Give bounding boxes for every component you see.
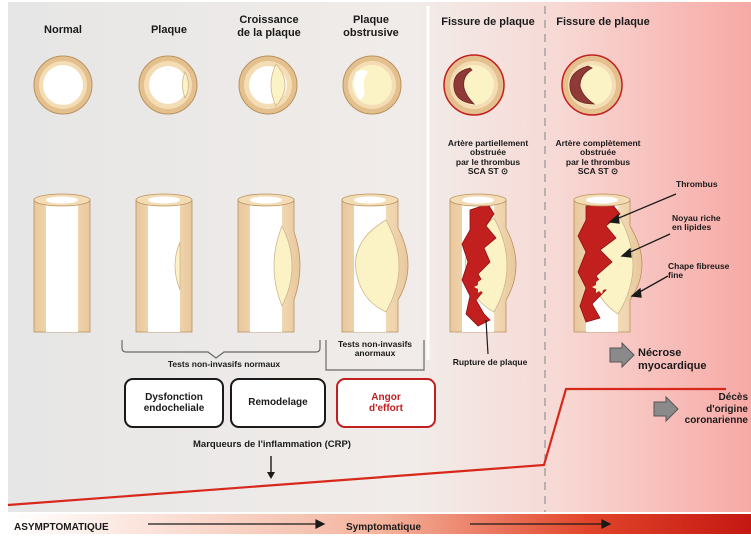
label-coronary-death: Décès d'origine coronarienne [680, 392, 748, 427]
label-plaque-rupture: Rupture de plaque [438, 358, 542, 367]
cross-section-growth [239, 56, 297, 114]
box-exertional-angina: Angor d'effort [336, 378, 436, 428]
cross-section-plaque [139, 56, 197, 114]
cross-section-normal [34, 56, 92, 114]
label-inflammation-markers: Marqueurs de l'inflammation (CRP) [166, 440, 378, 451]
label-complete-occlusion: Artère complètement obstruée par le thro… [550, 139, 646, 176]
label-partial-occlusion: Artère partiellement obstruée par le thr… [430, 139, 546, 176]
box-endothelial-dysfunction: Dysfonction endocheliale [124, 378, 224, 428]
label-myocardial-necrosis: Nécrose myocardique [638, 347, 728, 372]
vessel-plaque [136, 194, 192, 332]
cross-section-partial-occlusion [444, 55, 504, 115]
header-plaque-fissure-2: Fissure de plaque [548, 16, 658, 29]
label-fibrous-cap: Chape fibreuse fine [668, 262, 748, 281]
label-abnormal-tests: Tests non-invasifs anormaux [326, 340, 424, 359]
header-obstructive-plaque: Plaque obstrusive [326, 14, 416, 39]
header-plaque-fissure-1: Fissure de plaque [430, 16, 546, 29]
label-normal-tests: Tests non-invasifs normaux [144, 360, 304, 369]
vessel-rupture-partial [450, 194, 516, 332]
header-plaque-growth: Croissance de la plaque [224, 14, 314, 39]
vessel-normal [34, 194, 90, 332]
label-symptomatic: Symptomatique [346, 522, 421, 533]
header-normal: Normal [30, 24, 96, 37]
vessel-obstructive [342, 194, 408, 332]
vessel-growth [238, 194, 300, 332]
cross-section-complete-occlusion [562, 55, 622, 115]
cross-section-obstructive [343, 56, 401, 114]
label-thrombus: Thrombus [676, 180, 736, 189]
label-lipid-core: Noyau riche en lipides [672, 214, 742, 233]
label-asymptomatic: ASYMPTOMATIQUE [14, 522, 109, 533]
box-remodeling: Remodelage [230, 378, 326, 428]
header-plaque: Plaque [134, 24, 204, 37]
